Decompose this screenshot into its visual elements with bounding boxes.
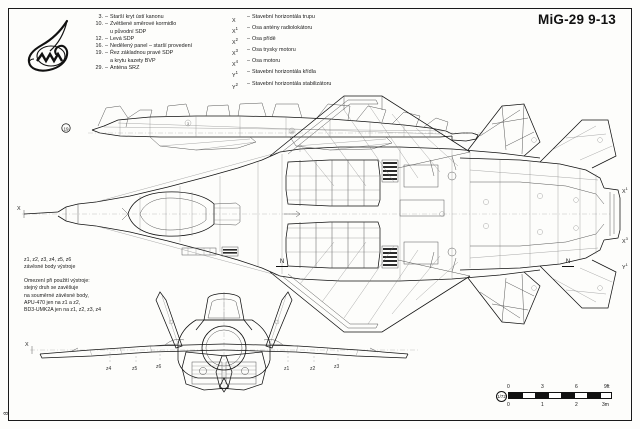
svg-text:10: 10: [290, 130, 294, 134]
legend-item-dash: –: [105, 43, 108, 50]
svg-text:19: 19: [63, 126, 69, 131]
legend-axis-label: Stavební horizontála stabilizátoru: [252, 80, 332, 87]
legend-item-continuation: a krytu kazety BVP: [110, 57, 156, 64]
hardpoint-label-z4: z4: [106, 366, 112, 372]
legend-axis-key: X2: [232, 37, 238, 46]
scale-ruler: [508, 392, 612, 399]
axis-y1-right: Y1: [622, 262, 628, 271]
view-front: [30, 291, 420, 393]
legend-item-dash: –: [105, 14, 108, 20]
legend-axis-label: Osa trysky motoru: [252, 47, 296, 54]
legend-item-number: 29.: [95, 65, 104, 72]
scale-top-label: 6: [575, 384, 578, 390]
legend-item-label: Levá SDP: [110, 35, 135, 42]
legend-item: 3. – Starší kryt ústí kanonu: [86, 14, 221, 21]
legend-axis-key: X: [232, 17, 236, 24]
legend-item-label: Řez základnou pravé SDP: [110, 50, 174, 57]
legend-axes-list: X – Stavební horizontála trupu X1 – Osa …: [232, 14, 382, 92]
page-number: 8: [4, 411, 10, 415]
legend-item: 12. – Levá SDP: [86, 36, 221, 43]
legend-axis-key: X1: [232, 26, 238, 35]
view-top-spine-detail: 19 3: [61, 102, 484, 151]
legend-item: 10. – Zvětšené směrové kormidlo: [86, 21, 221, 28]
notes-line: závěsné body výstroje: [24, 264, 76, 271]
legend-axis-label: Osa přídě: [252, 36, 276, 43]
mig-logo: [20, 18, 78, 74]
axis-x1-right: X1: [622, 186, 628, 195]
hardpoint-label-z3: z3: [334, 364, 340, 370]
legend-axis-dash: –: [247, 25, 250, 32]
section-mark-n-right: N: [560, 259, 576, 267]
section-mark-n-left: N: [274, 259, 290, 267]
legend-axis-dash: –: [247, 80, 250, 87]
notes-line: na souměrné závěsné body,: [24, 292, 89, 299]
legend-axis-key: X4: [232, 59, 238, 69]
scale-bottom-label: 2: [575, 402, 578, 408]
legend-axis-dash: –: [247, 14, 250, 20]
axis-x-left-bottom: X: [25, 342, 29, 348]
legend-parts-list: 3. – Starší kryt ústí kanonu 10. – Zvětš…: [86, 14, 221, 72]
page-title: MiG-29 9-13: [538, 12, 616, 27]
scale-bottom-label: 3m: [602, 402, 609, 408]
legend-axis-label: Stavební horizontála trupu: [252, 14, 315, 20]
legend-item-number: 19.: [95, 50, 104, 57]
legend-axis-key: Y1: [232, 70, 238, 80]
legend-item-number: 10.: [95, 21, 104, 28]
view-plan-main: [22, 95, 621, 333]
scale-top-label: 3: [541, 384, 544, 390]
hardpoint-label-z2: z2: [310, 366, 316, 372]
notes-line: BD3-UMK2A jen na z1, z2, z3, z4: [24, 307, 101, 314]
scale-top-label: 9ft: [604, 384, 610, 390]
legend-item-number: 3.: [98, 14, 104, 20]
legend-axis-dash: –: [247, 47, 250, 54]
legend-axis-item: X1 – Osa antény radiolokátoru: [232, 25, 382, 36]
notes-line: z1, z2, z3, z4, z5, z6: [24, 257, 72, 263]
scale-top-label: 0: [507, 384, 510, 390]
scale-ratio-badge: 1/72: [496, 391, 507, 402]
legend-item-label: Zvětšené směrové kormidlo: [110, 21, 177, 28]
hardpoint-label-z1: z1: [284, 366, 290, 372]
hardpoint-label-z5: z5: [132, 366, 138, 372]
legend-item-dash: –: [105, 21, 108, 28]
sheet-border: [8, 8, 632, 421]
legend-axis-item: X4 – Osa motoru: [232, 58, 382, 69]
legend-axis-item: X2 – Osa přídě: [232, 36, 382, 47]
legend-axis-key: X3: [232, 48, 238, 58]
axis-x3-right: X3: [622, 236, 628, 245]
notes-line: APU-470 jen na z1 a z2,: [24, 300, 81, 307]
legend-item: 19. – Řez základnou pravé SDP: [86, 50, 221, 57]
legend-axis-label: Osa antény radiolokátoru: [252, 25, 313, 32]
legend-item: 16. – Nedělený panel – starší provedení: [86, 43, 221, 50]
svg-text:3: 3: [187, 122, 189, 126]
legend-axis-item: X3 – Osa trysky motoru: [232, 47, 382, 58]
legend-item-label: Nedělený panel – starší provedení: [110, 43, 193, 50]
axis-x-left-top: X: [17, 206, 21, 212]
legend-item-dash: –: [105, 65, 108, 72]
legend-item-number: 12.: [95, 35, 104, 42]
scale-bottom-label: 1: [541, 402, 544, 408]
legend-axis-label: Osa motoru: [252, 58, 281, 65]
hardpoint-label-z6: z6: [156, 364, 162, 370]
legend-axis-dash: –: [247, 58, 250, 65]
legend-item: 29. – Anténa SRZ: [86, 65, 221, 72]
notes-line: stejný druh se zavěšuje: [24, 285, 79, 292]
legend-axis-key: Y2: [232, 81, 238, 91]
notes-line: Omezení při použití výstroje:: [24, 277, 90, 284]
legend-item-label: Starší kryt ústí kanonu: [110, 14, 164, 20]
legend-item-dash: –: [105, 50, 108, 57]
legend-item-continuation: u původní SDP: [110, 28, 147, 35]
legend-item-number: 16.: [95, 43, 104, 50]
legend-item-label: Anténa SRZ: [110, 65, 140, 72]
legend-axis-label: Stavební horizontála křídla: [252, 69, 316, 76]
equipment-notes: z1, z2, z3, z4, z5, z6 závěsné body výst…: [24, 257, 159, 315]
legend-item-dash: –: [105, 35, 108, 42]
legend-axis-item: X – Stavební horizontála trupu: [232, 14, 382, 25]
legend-axis-item: Y1 – Stavební horizontála křídla: [232, 69, 382, 80]
legend-axis-item: Y2 – Stavební horizontála stabilizátoru: [232, 81, 382, 92]
legend-axis-dash: –: [247, 36, 250, 43]
legend-axis-dash: –: [247, 69, 250, 76]
scale-bottom-label: 0: [507, 402, 510, 408]
scale-bar: 1/72 0 3 6 9ft 0 1 2 3m: [496, 383, 618, 413]
